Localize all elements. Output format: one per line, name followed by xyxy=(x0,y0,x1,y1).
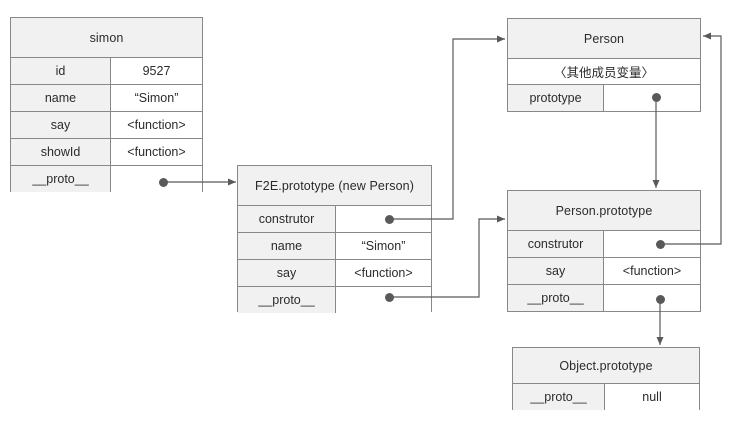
row-value-pointer xyxy=(604,231,700,257)
row-note-text: 〈其他成员变量〉 xyxy=(508,59,700,84)
table-row: showId <function> xyxy=(11,138,202,165)
table-object-prototype: Object.prototype __proto__ null xyxy=(512,347,700,410)
table-f2e-prototype-title-text: F2E.prototype (new Person) xyxy=(255,178,414,193)
table-person: Person 〈其他成员变量〉 prototype xyxy=(507,18,701,112)
table-object-prototype-title-text: Object.prototype xyxy=(559,358,653,373)
table-simon-title: simon xyxy=(11,18,202,57)
table-person-title: Person xyxy=(508,19,700,58)
pointer-dot-f2e-construtor xyxy=(385,215,394,224)
pointer-dot-person-prototype-construtor xyxy=(656,240,665,249)
table-row: name “Simon” xyxy=(238,232,431,259)
table-row: __proto__ xyxy=(11,165,202,192)
row-key: name xyxy=(238,233,336,259)
row-key: say xyxy=(238,260,336,286)
row-value: <function> xyxy=(111,112,202,138)
row-key: say xyxy=(508,258,604,284)
pointer-dot-person-prototype xyxy=(652,93,661,102)
table-simon-title-text: simon xyxy=(89,30,124,45)
table-person-prototype: Person.prototype construtor say <functio… xyxy=(507,190,701,312)
table-row: say <function> xyxy=(508,257,700,284)
row-value: null xyxy=(605,384,699,410)
row-value: “Simon” xyxy=(336,233,431,259)
row-key: __proto__ xyxy=(513,384,605,410)
row-value: <function> xyxy=(604,258,700,284)
table-row: id 9527 xyxy=(11,57,202,84)
row-key: say xyxy=(11,112,111,138)
table-row: name “Simon” xyxy=(11,84,202,111)
table-f2e-prototype-title: F2E.prototype (new Person) xyxy=(238,166,431,205)
row-value-pointer xyxy=(336,206,431,232)
row-key: construtor xyxy=(238,206,336,232)
row-key: id xyxy=(11,58,111,84)
pointer-dot-f2e-proto xyxy=(385,293,394,302)
table-row: __proto__ xyxy=(238,286,431,313)
table-row-note: 〈其他成员变量〉 xyxy=(508,58,700,84)
row-value-pointer xyxy=(336,287,431,313)
table-row: say <function> xyxy=(11,111,202,138)
table-simon: simon id 9527 name “Simon” say <function… xyxy=(10,17,203,192)
row-value-pointer xyxy=(604,285,700,311)
table-row: prototype xyxy=(508,84,700,111)
row-value: 9527 xyxy=(111,58,202,84)
pointer-dot-person-prototype-proto xyxy=(656,295,665,304)
row-value: <function> xyxy=(336,260,431,286)
row-key: name xyxy=(11,85,111,111)
table-person-title-text: Person xyxy=(583,31,625,46)
row-key: construtor xyxy=(508,231,604,257)
row-key: prototype xyxy=(508,85,604,111)
row-key: showId xyxy=(11,139,111,165)
row-key: __proto__ xyxy=(238,287,336,313)
row-key: __proto__ xyxy=(11,166,111,192)
table-row: __proto__ xyxy=(508,284,700,311)
row-key: __proto__ xyxy=(508,285,604,311)
table-row: __proto__ null xyxy=(513,383,699,410)
row-value: “Simon” xyxy=(111,85,202,111)
table-person-prototype-title-text: Person.prototype xyxy=(555,203,653,218)
pointer-dot-simon-proto xyxy=(159,178,168,187)
table-f2e-prototype: F2E.prototype (new Person) construtor na… xyxy=(237,165,432,313)
table-row: construtor xyxy=(508,230,700,257)
table-row: construtor xyxy=(238,205,431,232)
row-value-pointer xyxy=(111,166,202,192)
table-row: say <function> xyxy=(238,259,431,286)
table-object-prototype-title: Object.prototype xyxy=(513,348,699,383)
row-value: <function> xyxy=(111,139,202,165)
table-person-prototype-title: Person.prototype xyxy=(508,191,700,230)
